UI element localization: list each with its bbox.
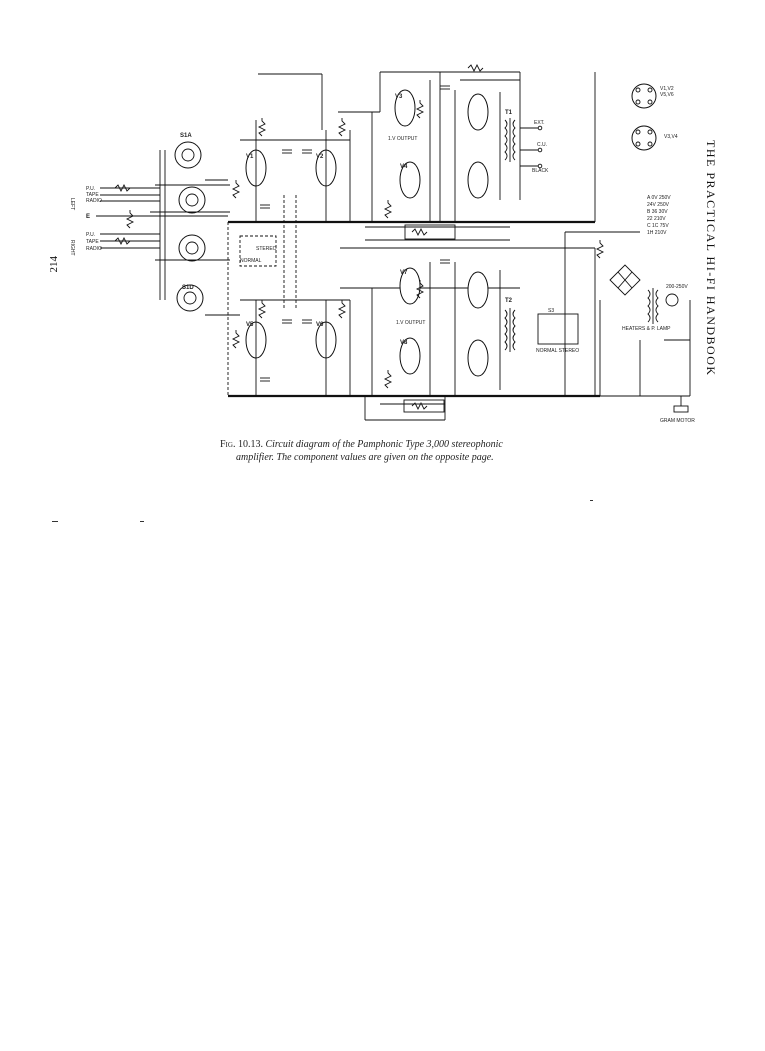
svg-text:1.V OUTPUT: 1.V OUTPUT <box>388 136 417 142</box>
scan-mark <box>140 521 144 522</box>
output-valve-bottom-b <box>467 339 489 377</box>
switch-s1a: S1A <box>174 133 202 169</box>
svg-text:RIGHT: RIGHT <box>69 240 75 256</box>
feedback-network-box <box>404 224 456 240</box>
valve-key-bottom: V3,V4 <box>664 134 678 140</box>
svg-text:S1D: S1D <box>182 285 194 291</box>
svg-text:V2: V2 <box>316 154 324 160</box>
switch-s1b <box>178 186 206 214</box>
svg-text:T2: T2 <box>505 298 513 304</box>
rectifier-bridge <box>609 264 641 296</box>
transformer-t1: T1 <box>504 110 516 162</box>
output-valve-top-b <box>467 161 489 199</box>
feedback-network-box-2 <box>403 399 445 413</box>
svg-text:200-250V: 200-250V <box>666 284 688 290</box>
scan-mark <box>590 500 593 501</box>
svg-text:TAPE: TAPE <box>86 192 99 198</box>
caption-line-1: Circuit diagram of the Pamphonic Type 3,… <box>265 439 503 450</box>
mains-transformer <box>647 288 659 324</box>
page-number: 214 <box>48 256 60 273</box>
svg-text:E: E <box>86 214 90 220</box>
svg-text:V1: V1 <box>246 154 254 160</box>
valve-v3: V3 <box>394 89 416 127</box>
svg-text:S1A: S1A <box>180 133 192 139</box>
svg-text:HEATERS & P. LAMP: HEATERS & P. LAMP <box>622 326 671 332</box>
gram-motor-block <box>673 405 689 413</box>
svg-text:TAPE: TAPE <box>86 239 99 245</box>
svg-text:1.V OUTPUT: 1.V OUTPUT <box>396 320 425 326</box>
heater-voltage-key: A 0V 250V 24V 250V B 36 30V 22 210V C 1C… <box>647 195 671 236</box>
switch-s1d: S1D <box>176 284 204 312</box>
valve-key-top: V1,V2 V5,V6 <box>660 86 674 98</box>
svg-text:V8: V8 <box>400 340 408 346</box>
valve-base-diagram-b <box>631 125 657 151</box>
valve-v8: V8 <box>399 337 421 375</box>
switch-s1c <box>178 234 206 262</box>
circuit-diagram: S1A S1D P.U. TAPE RADIO P.U. TAPE RADIO … <box>69 63 695 424</box>
valve-v7: V7 <box>399 267 421 305</box>
svg-text:V3: V3 <box>395 94 403 100</box>
pilot-lamp <box>665 293 679 307</box>
svg-text:S3: S3 <box>548 308 554 314</box>
svg-text:STEREO: STEREO <box>256 246 277 252</box>
valve-base-diagram-a <box>631 83 657 109</box>
caption-line-2: amplifier. The component values are give… <box>236 452 494 463</box>
switch-s3: S3 NORMAL STEREO <box>536 308 579 354</box>
running-head-title: THE PRACTICAL HI-FI HANDBOOK <box>704 140 718 377</box>
svg-text:T1: T1 <box>505 110 513 116</box>
svg-text:EXT.: EXT. <box>534 120 545 126</box>
svg-text:NORMAL STEREO: NORMAL STEREO <box>536 348 579 354</box>
svg-text:BLACK: BLACK <box>532 168 549 174</box>
stereo-normal-switch <box>239 235 277 267</box>
svg-text:RADIO: RADIO <box>86 198 102 204</box>
svg-text:NORMAL: NORMAL <box>240 258 262 264</box>
transformer-t2: T2 <box>504 298 516 352</box>
figure-number: Fig. 10.13. <box>220 439 263 450</box>
valve-v4: V4 <box>399 161 421 199</box>
output-valve-bottom-a <box>467 271 489 309</box>
svg-text:RADIO: RADIO <box>86 246 102 252</box>
svg-text:V5: V5 <box>246 322 254 328</box>
svg-text:C.U.: C.U. <box>537 142 547 148</box>
svg-text:V6: V6 <box>316 322 324 328</box>
output-valve-top-a <box>467 93 489 131</box>
scan-mark <box>52 521 58 522</box>
svg-text:GRAM MOTOR: GRAM MOTOR <box>660 418 695 424</box>
svg-text:P.U.: P.U. <box>86 232 95 238</box>
svg-text:LEFT: LEFT <box>69 198 75 210</box>
svg-text:P.U.: P.U. <box>86 186 95 192</box>
svg-text:V7: V7 <box>400 270 408 276</box>
svg-text:V4: V4 <box>400 164 408 170</box>
figure-caption: Fig. 10.13. Circuit diagram of the Pamph… <box>220 438 560 464</box>
